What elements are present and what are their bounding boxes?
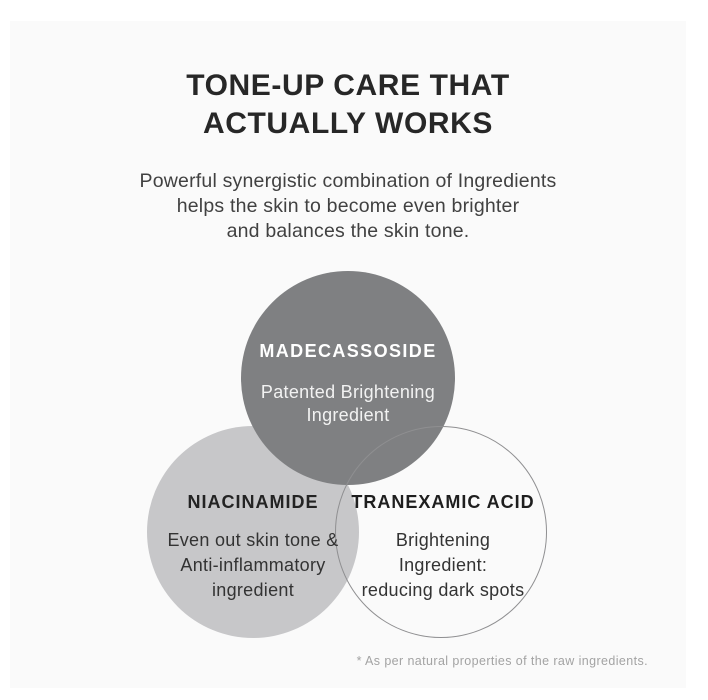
tranexamic-acid-circle <box>335 426 547 638</box>
infographic-panel: TONE-UP CARE THAT ACTUALLY WORKS Powerfu… <box>10 21 686 688</box>
tranexamic-acid-description: Brightening Ingredient: reducing dark sp… <box>361 530 525 600</box>
footnote: * As per natural properties of the raw i… <box>356 654 648 668</box>
headline: TONE-UP CARE THAT ACTUALLY WORKS <box>186 69 510 140</box>
madecassoside-name: MADECASSOSIDE <box>259 341 437 361</box>
niacinamide-name: NIACINAMIDE <box>187 492 319 512</box>
niacinamide-label: NIACINAMIDE Even out skin tone & Anti-in… <box>128 492 378 603</box>
madecassoside-description: Patented Brightening Ingredient <box>260 382 436 425</box>
madecassoside-label: MADECASSOSIDE Patented Brightening Ingre… <box>218 341 478 427</box>
tranexamic-acid-label: TRANEXAMIC ACID Brightening Ingredient: … <box>318 492 568 603</box>
subtitle: Powerful synergistic combination of Ingr… <box>139 170 557 242</box>
niacinamide-description: Even out skin tone & Anti-inflammatory i… <box>167 530 339 600</box>
tranexamic-acid-name: TRANEXAMIC ACID <box>351 492 535 512</box>
